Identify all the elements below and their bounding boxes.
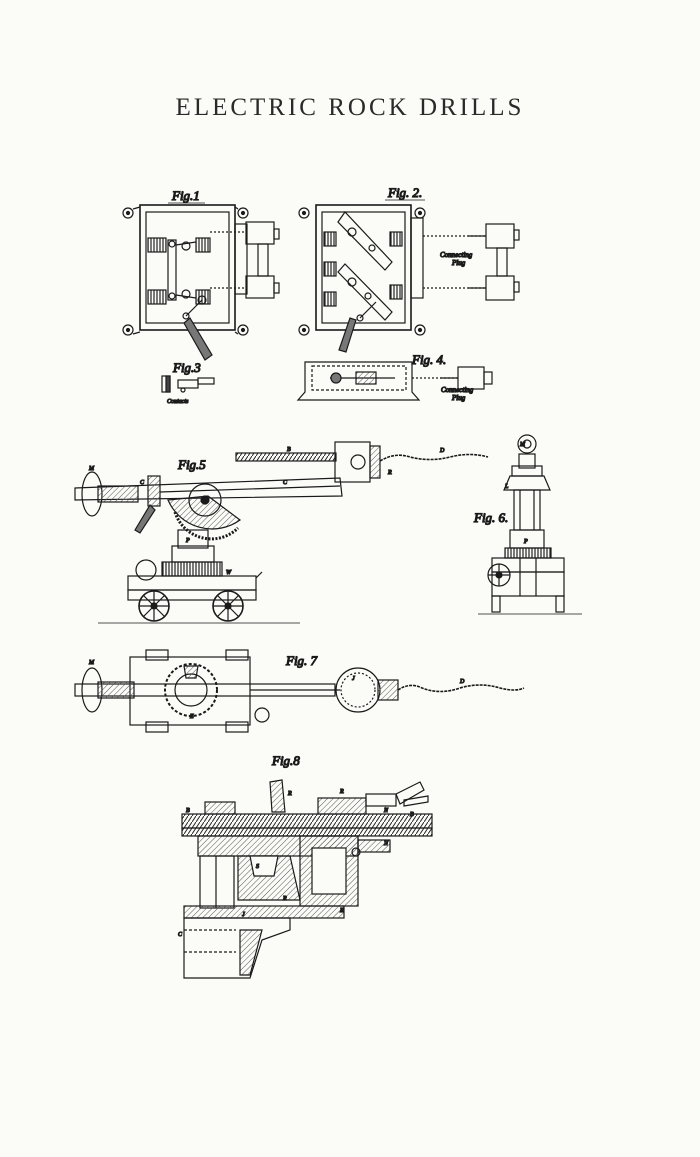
part-r-fig8d: R: [339, 908, 344, 914]
part-n-fig8a: N: [383, 808, 389, 814]
fig4-label: Fig. 4.: [411, 352, 446, 367]
part-j-fig7: J: [352, 676, 355, 682]
fig8-drawing: Fig.8 R R B B N N: [177, 752, 433, 979]
fig2-drawing: Fig. 2.: [298, 184, 520, 353]
part-r-fig8c: R: [282, 896, 287, 902]
fig7-drawing: Fig. 7 E M J D: [74, 649, 525, 733]
fig6-label: Fig. 6.: [473, 510, 508, 525]
fig5-wheel-left: [138, 590, 170, 622]
part-p-fig6: P: [523, 539, 528, 545]
part-c2-fig5: C: [140, 480, 145, 486]
fig3-drawing: Fig.3 Contacts: [161, 359, 215, 406]
part-m-fig6: M: [519, 442, 526, 448]
part-r-fig8a: R: [287, 791, 292, 797]
part-c-fig8: C: [178, 932, 183, 938]
fig8-label: Fig.8: [271, 753, 300, 768]
part-w-fig5: W: [226, 570, 232, 576]
part-p-fig5: P: [185, 538, 190, 544]
part-m-fig5: M: [88, 466, 95, 472]
connecting-plug-label-2a: Connecting: [441, 386, 474, 394]
part-d-fig5: D: [439, 448, 445, 454]
fig1-label: Fig.1: [171, 188, 200, 203]
part-j-fig8: J: [242, 912, 245, 918]
fig6-drawing: Fig. 6. M L P: [472, 434, 582, 615]
fig5-drawing: Fig.5 B R D C C M: [74, 441, 489, 624]
part-c-fig5: C: [283, 480, 288, 486]
part-e-fig7: E: [189, 714, 194, 720]
part-r-fig8b: R: [339, 789, 344, 795]
connecting-plug-label-1a: Connecting: [440, 251, 473, 259]
fig3-label: Fig.3: [172, 360, 201, 375]
fig5-label: Fig.5: [177, 457, 206, 472]
fig4-drawing: Fig. 4. Connecting Plug: [296, 351, 493, 403]
fig7-label: Fig. 7: [285, 653, 318, 668]
page-title: ELECTRIC ROCK DRILLS: [175, 94, 525, 121]
part-b-fig8b: B: [410, 812, 414, 818]
part-d-fig7: D: [459, 679, 465, 685]
fig2-label: Fig. 2.: [387, 185, 422, 200]
part-b-fig8a: B: [186, 808, 190, 814]
part-s-fig8: S: [256, 864, 259, 870]
connecting-plug-label-2b: Plug: [451, 394, 466, 402]
fig5-wheel-right: [212, 590, 244, 622]
part-r-fig5: R: [387, 470, 392, 476]
contacts-label: Contacts: [167, 399, 189, 405]
part-m-fig7: M: [88, 660, 95, 666]
part-b-fig5: B: [287, 447, 291, 453]
connecting-plug-label-1b: Plug: [451, 259, 466, 267]
part-l-fig6: L: [504, 484, 509, 490]
fig1-drawing: Fig.1: [122, 187, 280, 361]
